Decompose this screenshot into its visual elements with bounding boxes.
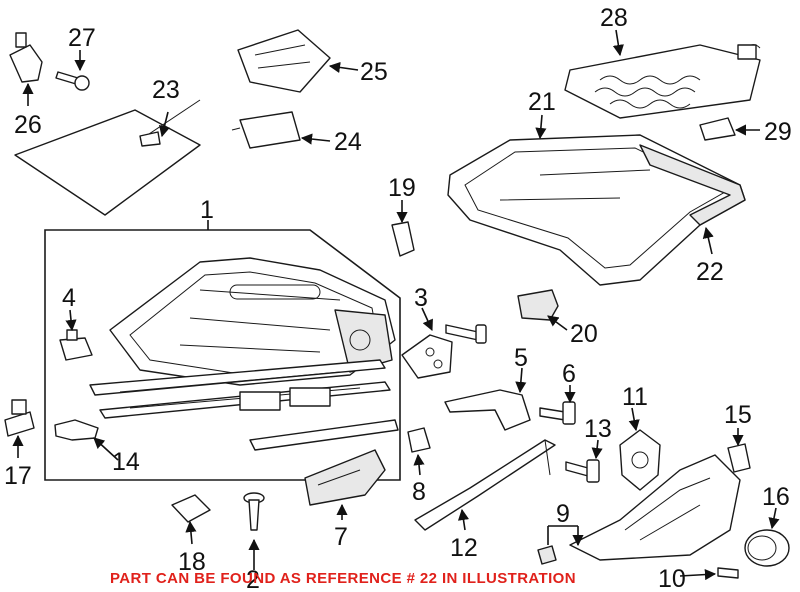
callout-4: 4 [62,284,76,312]
seat-frame [89,257,399,451]
part-28-heating-mat [564,44,761,119]
callout-19: 19 [388,174,416,202]
part-11-plate [619,429,661,491]
part-9-side-shield [537,454,741,565]
callout-13: 13 [584,415,612,443]
part-14-rail-cover [54,419,99,441]
part-6-bolt [539,401,576,425]
callout-20: 20 [570,320,598,348]
part-4-clip [59,329,93,361]
part-3-recliner [401,324,487,379]
part-17-bracket [4,399,35,437]
part-7-trim-panel [304,449,386,506]
callout-16: 16 [762,483,790,511]
part-8-clip [407,427,431,453]
assembly-frame-outline [44,229,401,481]
part-29-connector [699,117,736,141]
part-2-screw [243,492,265,531]
callout-3: 3 [414,284,428,312]
callout-21: 21 [528,88,556,116]
part-23-pad [14,99,201,216]
callout-5: 5 [514,344,528,372]
callout-29: 29 [764,118,792,146]
callout-12: 12 [450,534,478,562]
part-19-clip [391,221,415,257]
leader-lines [12,29,780,581]
callout-9: 9 [556,500,570,528]
part-20-block [517,289,559,321]
callout-10: 10 [658,565,686,592]
part-21-seat-cushion [447,134,746,286]
part-15-clip [727,443,751,473]
part-24-module [231,111,301,149]
callout-22: 22 [696,258,724,286]
part-10-pin [717,567,739,579]
callout-18: 18 [178,548,206,576]
callout-23: 23 [152,76,180,104]
callout-2: 2 [246,566,260,592]
callout-7: 7 [334,523,348,551]
part-27-screw [55,71,90,91]
callout-24: 24 [334,128,362,156]
callout-numbers: 1 2 3 4 5 6 7 8 9 10 11 12 13 14 15 16 1… [4,4,792,592]
callout-1: 1 [200,196,214,224]
part-12-handle-bar [414,439,556,531]
callout-28: 28 [600,4,628,32]
part-13-bolt [565,459,600,483]
callout-11: 11 [622,383,648,411]
callout-27: 27 [68,24,96,52]
callout-6: 6 [562,360,576,388]
callout-14: 14 [112,448,140,476]
part-25-module [237,29,331,93]
callout-25: 25 [360,58,388,86]
callout-15: 15 [724,401,752,429]
part-16-knob [744,529,790,567]
callout-26: 26 [14,111,42,139]
part-5-bracket [444,389,531,431]
callout-17: 17 [4,462,32,490]
part-18-clip [171,494,211,523]
part-26-bracket [9,32,43,83]
callout-8: 8 [412,478,426,506]
reference-caption: PART CAN BE FOUND AS REFERENCE # 22 IN I… [110,570,576,587]
